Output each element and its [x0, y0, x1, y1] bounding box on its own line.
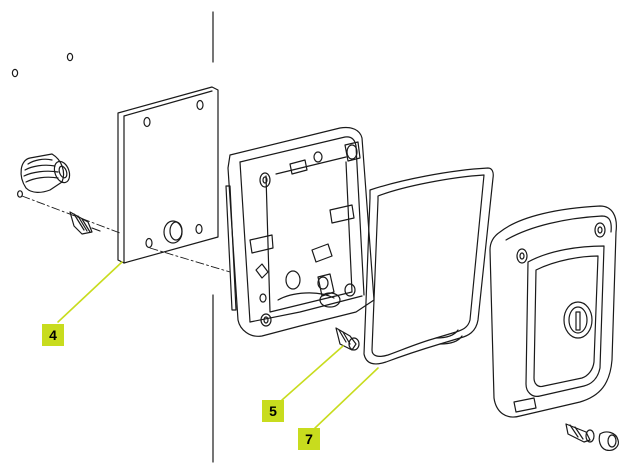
screw-cap: [598, 431, 619, 451]
callout-box-5: [262, 400, 284, 422]
cover-screw: [565, 423, 595, 443]
wall-anchor: [20, 153, 71, 193]
housing-screw: [335, 327, 360, 351]
wall-hole: [66, 52, 74, 62]
wall-hole: [17, 190, 24, 198]
callout-label-7: 7: [305, 431, 313, 447]
front-cover: [489, 205, 617, 418]
callout-label-4: 4: [49, 327, 57, 343]
callout-box-7: [298, 428, 320, 450]
callout-label-5: 5: [269, 403, 277, 419]
leader-line-5: [281, 345, 344, 401]
gasket: [363, 167, 494, 365]
leader-lines: [57, 261, 379, 429]
wall-hole: [11, 68, 19, 78]
leader-line-7: [314, 367, 379, 429]
housing-base: [225, 126, 375, 337]
mounting-plate: [117, 86, 219, 264]
leader-line-4: [57, 261, 123, 323]
callout-box-4: [42, 324, 64, 346]
wall-screw: [69, 211, 101, 235]
